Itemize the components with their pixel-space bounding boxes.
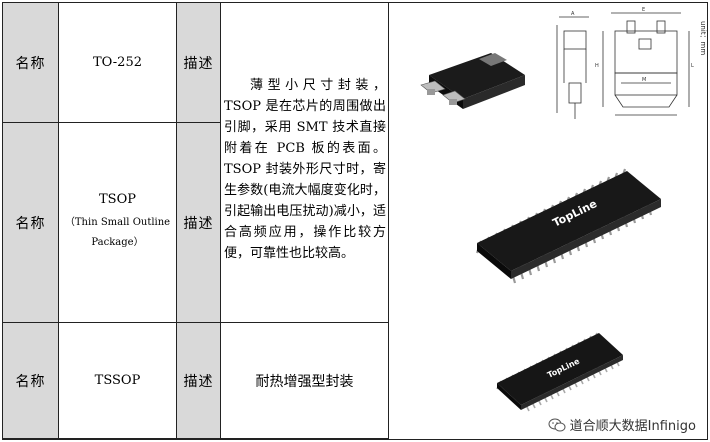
package-images: A E M L H unit：mm bbox=[389, 3, 707, 439]
tsop-description-cell: 薄型小尺寸封装，TSOP 是在芯片的周围做出引脚，采用 SMT 技术直接附着在 … bbox=[221, 3, 389, 323]
tsop-chip-illustration: TopLine bbox=[475, 168, 661, 284]
package-illustrations: A E M L H unit：mm bbox=[420, 7, 707, 412]
svg-text:M: M bbox=[642, 77, 646, 83]
row1-name: TO-252 bbox=[59, 3, 177, 123]
row3-label: 名称 bbox=[3, 323, 59, 439]
row3-name: TSSOP bbox=[59, 323, 177, 439]
row2-name: TSOP bbox=[99, 192, 136, 207]
to252-package-illustration bbox=[420, 53, 525, 109]
tssop-chip-illustration: TopLine bbox=[496, 332, 623, 412]
row3-desc-label: 描述 bbox=[177, 323, 221, 439]
svg-text:E: E bbox=[642, 7, 645, 13]
svg-text:A: A bbox=[571, 11, 575, 17]
wechat-icon bbox=[548, 418, 566, 431]
row2-label: 名称 bbox=[3, 123, 59, 323]
tsop-description: 薄型小尺寸封装，TSOP 是在芯片的周围做出引脚，采用 SMT 技术直接附着在 … bbox=[224, 78, 386, 261]
watermark: 道合顺大数据Infinigo bbox=[548, 415, 696, 434]
svg-text:L: L bbox=[691, 63, 694, 69]
drawing-unit: unit：mm bbox=[699, 21, 707, 55]
to252-dimension-drawing bbox=[556, 12, 690, 119]
row2-name-sub: （Thin Small Outline Package） bbox=[64, 217, 171, 248]
svg-text:H: H bbox=[595, 63, 599, 69]
row2-name-cell: TSOP （Thin Small Outline Package） bbox=[59, 123, 177, 323]
watermark-text: 道合顺大数据Infinigo bbox=[569, 419, 696, 434]
row3-description: 耐热增强型封装 bbox=[221, 323, 389, 439]
row1-label: 名称 bbox=[3, 3, 59, 123]
row2-desc-label: 描述 bbox=[177, 123, 221, 323]
row1-desc-label: 描述 bbox=[177, 3, 221, 123]
